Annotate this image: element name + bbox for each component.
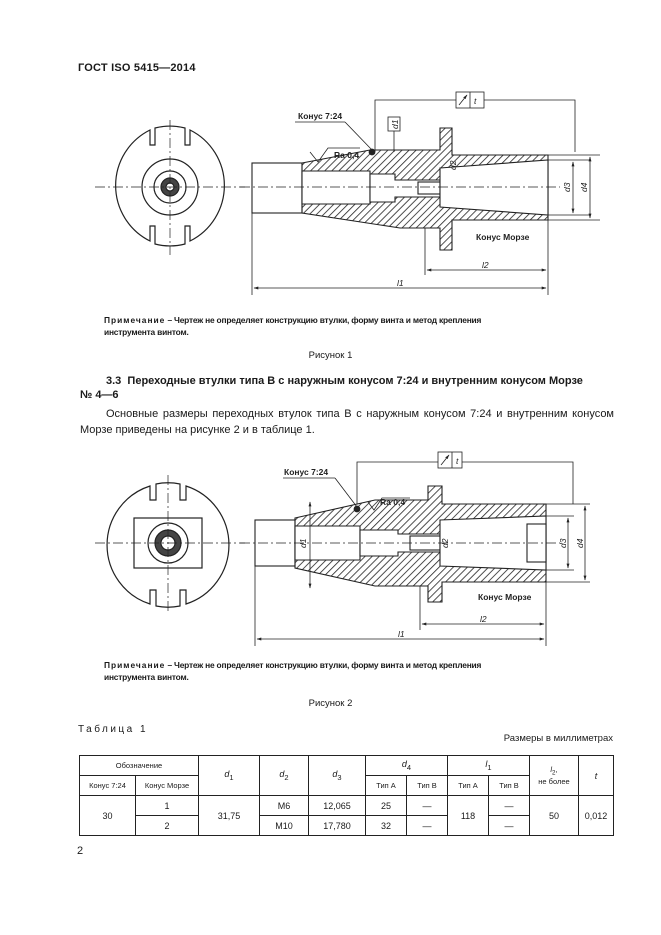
figure-1-l2-label: l2	[482, 260, 489, 270]
table-row: 30 1 31,75 M6 12,065 25 — 118 — 50 0,012	[79, 795, 614, 836]
header-designation: Обозначение	[79, 755, 199, 776]
header-morse: Конус Морзе	[135, 775, 199, 796]
section-number: 3.3	[106, 375, 122, 387]
figure-1-note-text: – Чертеж не определяет конструкцию втулк…	[104, 315, 482, 337]
figure-2-note-label: Примечание	[104, 660, 166, 670]
header-d1: d1	[198, 755, 260, 796]
figure-1-caption: Рисунок 1	[308, 350, 353, 361]
dimensions-table: Обозначение d1 d2 d3 d4 l1 l2,не более t…	[79, 755, 614, 836]
header-t: t	[578, 755, 614, 796]
figure-1-d1-label: d1	[390, 119, 400, 129]
standard-header: ГОСТ ISO 5415—2014	[78, 62, 196, 74]
figure-1-drawing: Конус 7:24 Ra 0,4 Конус Морзе l1 l2 d3 d…	[95, 91, 600, 295]
figure-1-section-view	[240, 127, 560, 251]
figure-1-note-label: Примечание	[104, 315, 166, 325]
figure-2-section-view	[240, 485, 560, 603]
figure-1-d4-label: d4	[579, 182, 589, 192]
figure-2-l1-label: l1	[398, 629, 405, 639]
figure-2-d3-label: d3	[558, 538, 568, 548]
section-title-line2: № 4—6	[80, 389, 119, 401]
figure-2-d2-label: d2	[440, 538, 450, 548]
figure-1-end-view	[95, 120, 245, 255]
table-caption: Таблица 1	[78, 724, 149, 735]
header-l1-type-b: Тип В	[488, 775, 530, 796]
figure-2-l2-label: l2	[480, 614, 487, 624]
figure-1-roughness-label: Ra 0,4	[334, 150, 359, 160]
page-number: 2	[77, 845, 84, 857]
figure-2-note-text: – Чертеж не определяет конструкцию втулк…	[104, 660, 482, 682]
header-d3: d3	[308, 755, 366, 796]
figure-1-d2-label: d2	[448, 160, 458, 170]
figure-2-morse-label: Конус Морзе	[478, 592, 532, 602]
header-d4-type-b: Тип В	[406, 775, 448, 796]
header-d4: d4	[365, 755, 448, 776]
figure-1-l1-label: l1	[397, 278, 404, 288]
header-d4-type-a: Тип А	[365, 775, 407, 796]
header-cone-724: Конус 7:24	[79, 775, 136, 796]
table-units: Размеры в миллиметрах	[503, 733, 613, 744]
section-paragraph: Основные размеры переходных втулок типа …	[80, 408, 614, 436]
figure-2-tolerance-label: t	[456, 456, 459, 466]
header-d2: d2	[259, 755, 309, 796]
figure-2-caption: Рисунок 2	[308, 698, 353, 709]
figure-2-end-view	[95, 475, 245, 612]
header-l2: l2,не более	[529, 755, 579, 796]
header-l1: l1	[447, 755, 530, 776]
figure-1-morse-label: Конус Морзе	[476, 232, 530, 242]
section-title: 3.3 Переходные втулки типа B с наружным …	[106, 374, 606, 389]
figure-2-note: Примечание – Чертеж не определяет констр…	[104, 659, 504, 683]
table-row: 2 M10 17,780 32 — —	[80, 815, 614, 836]
figure-1-tolerance-label: t	[474, 96, 477, 106]
figure-1-d3-label: d3	[562, 182, 572, 192]
figure-2-roughness-label: Ra 0,4	[380, 497, 405, 507]
section-title-line1: Переходные втулки типа B с наружным кону…	[127, 375, 583, 387]
figure-2-cone-label: Конус 7:24	[284, 467, 328, 477]
figure-2-d4-label: d4	[575, 538, 585, 548]
figure-1-note: Примечание – Чертеж не определяет констр…	[104, 314, 504, 338]
header-l1-type-a: Тип А	[447, 775, 489, 796]
figure-2-drawing: Конус 7:24 Ra 0,4 Конус Морзе l1 l2 d3 d…	[95, 451, 590, 646]
figure-1-cone-label: Конус 7:24	[298, 111, 342, 121]
figure-2-d1-label: d1	[298, 538, 308, 548]
